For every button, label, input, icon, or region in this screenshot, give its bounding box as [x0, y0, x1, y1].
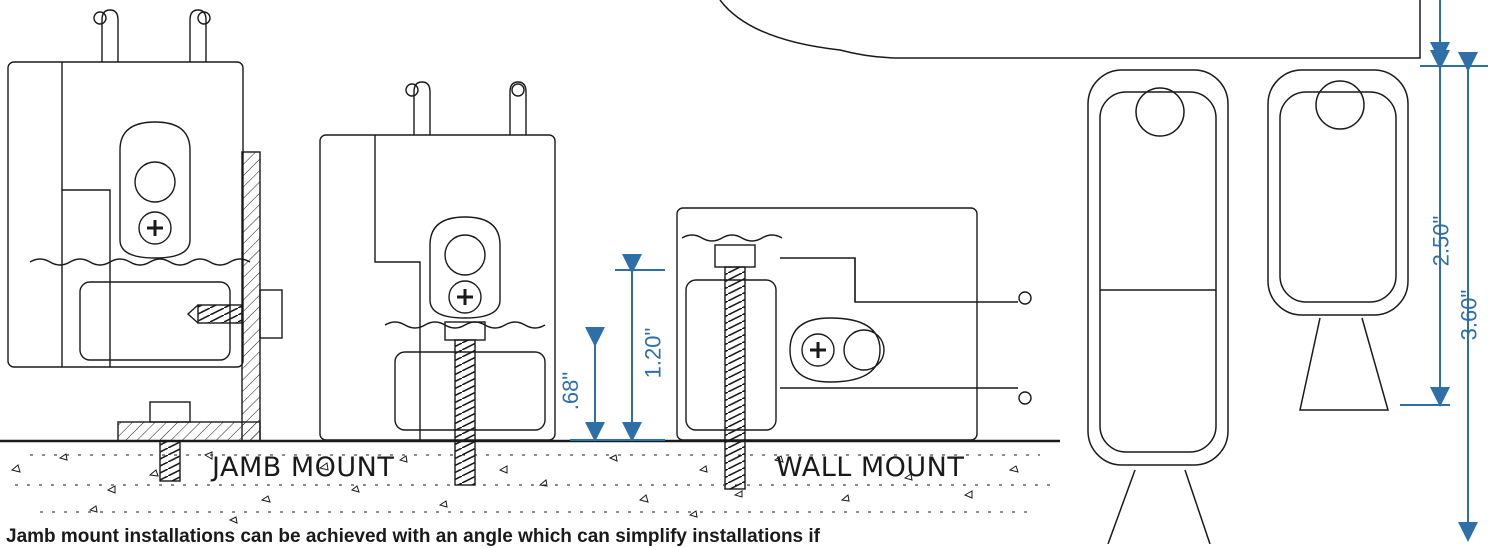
wall-mount-assembly: [676, 207, 1032, 490]
wall-mount-label: WALL MOUNT: [776, 452, 965, 483]
angle-bracket-base: [117, 421, 261, 442]
dimension-250: 2.50": [1428, 215, 1454, 267]
caption-text: Jamb mount installations can be achieved…: [6, 526, 821, 547]
profile-drawings: [719, 0, 1421, 544]
phillips-screw-icon: [801, 333, 835, 367]
dimension-360: 3.60": [1456, 289, 1482, 341]
dimension-068: .68": [558, 371, 584, 411]
angle-bracket-vertical: [241, 151, 261, 442]
center-mount-assembly: [319, 81, 556, 486]
jamb-mount-label: JAMB MOUNT: [212, 452, 395, 483]
jamb-mount-assembly: [7, 9, 283, 482]
phillips-screw-icon: [448, 280, 482, 314]
phillips-screw-icon: [138, 211, 172, 245]
dimension-lines: [570, 0, 1488, 542]
dimension-120: 1.20": [640, 327, 666, 379]
